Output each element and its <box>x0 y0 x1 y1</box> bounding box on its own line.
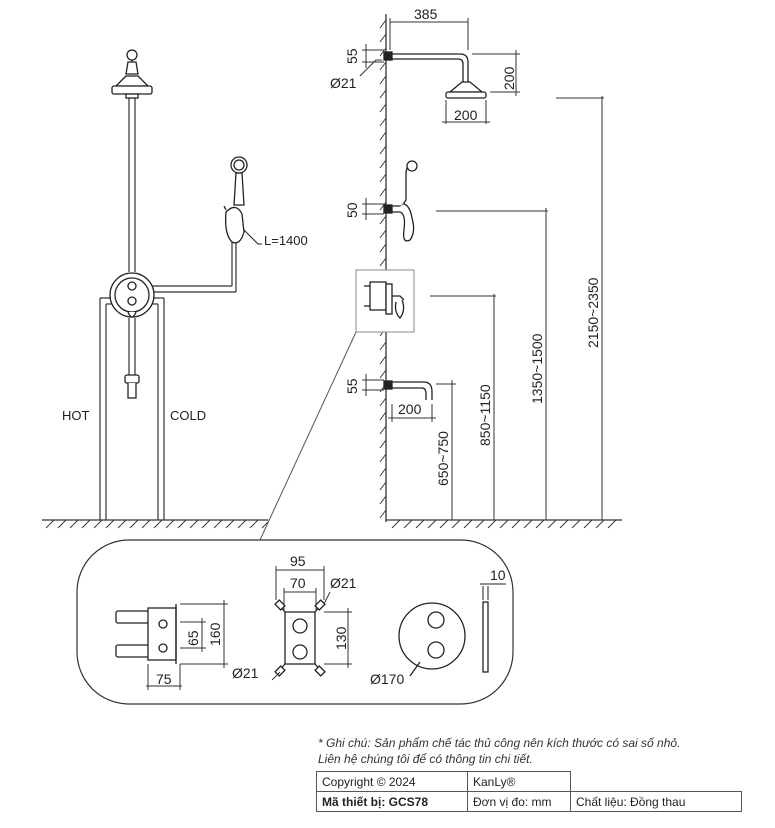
shower-head-front <box>111 49 153 99</box>
handshower-front <box>223 156 248 244</box>
side-depth-dim: 75 <box>156 671 172 687</box>
copyright-cell: Copyright © 2024 <box>316 771 468 792</box>
valve-body-side <box>115 604 177 664</box>
shower-arm-side <box>383 51 487 99</box>
side-inner-dim: 65 <box>185 630 201 646</box>
spout-front <box>124 374 140 399</box>
brand-cell: KanLy® <box>467 771 571 792</box>
material-cell: Chất liệu: Đồng thau <box>570 791 742 812</box>
table-row: Copyright © 2024 KanLy® <box>316 771 742 792</box>
trim-plate-edge <box>480 583 506 673</box>
front-height-dim: 130 <box>333 626 349 650</box>
head-width-dim: 200 <box>454 107 478 123</box>
valve-body-front <box>274 599 326 677</box>
note-line-1: * Ghi chú: Sản phẩm chế tác thủ công nên… <box>318 736 681 750</box>
spout-mount-height-dim: 650~750 <box>435 431 451 486</box>
empty-cell <box>570 771 742 792</box>
spout-height-dim: 55 <box>344 378 360 394</box>
valve-body-side-dims <box>146 600 228 690</box>
side-height-dim: 160 <box>207 622 223 646</box>
valve-front <box>109 272 155 318</box>
note-line-2: Liên hệ chúng tôi để có thông tin chi ti… <box>318 752 533 766</box>
hose-length-label: L=1400 <box>264 233 308 248</box>
unit-cell: Đơn vị đo: mm <box>467 791 571 812</box>
front-outer-width-dim: 95 <box>290 553 306 569</box>
spout-side <box>383 380 433 400</box>
front-elevation <box>42 98 269 529</box>
title-block-table: Copyright © 2024 KanLy® Mã thiết bị: GCS… <box>316 771 742 812</box>
side-dimension-lines <box>359 18 604 520</box>
valve-body-front-dims <box>271 566 352 681</box>
valve-mount-height-dim: 850~1150 <box>477 384 493 446</box>
valve-side <box>355 269 415 333</box>
model-cell: Mã thiết bị: GCS78 <box>316 791 468 812</box>
plate-diameter-dim: Ø170 <box>370 671 404 687</box>
front-pipe-bottom-dim: Ø21 <box>232 665 259 681</box>
hose-leader <box>243 229 262 245</box>
handset-height-dim: 50 <box>344 202 360 218</box>
drop-height-dim: 200 <box>501 66 517 90</box>
supply-pipes <box>99 297 165 520</box>
hot-label: HOT <box>62 408 90 423</box>
cold-label: COLD <box>170 408 206 423</box>
pipe-diameter-dim: Ø21 <box>330 75 357 91</box>
spout-length-dim: 200 <box>398 401 422 417</box>
front-inner-width-dim: 70 <box>290 575 306 591</box>
table-row: Mã thiết bị: GCS78 Đơn vị đo: mm Chất li… <box>316 791 742 812</box>
plate-thickness-dim: 10 <box>490 567 506 583</box>
arm-length-dim: 385 <box>414 6 438 22</box>
floor-hatch-left <box>45 519 269 529</box>
detail-callout-line <box>259 331 357 541</box>
arm-height-dim: 55 <box>344 48 360 64</box>
head-mount-height-dim: 2150~2350 <box>585 277 601 348</box>
disclaimer-note: * Ghi chú: Sản phẩm chế tác thủ công nên… <box>318 735 758 767</box>
wall-section <box>379 14 622 529</box>
trim-plate-front <box>398 602 466 677</box>
handset-mount-height-dim: 1350~1500 <box>529 333 545 404</box>
front-pipe-top-dim: Ø21 <box>330 575 357 591</box>
handshower-side <box>383 160 418 242</box>
